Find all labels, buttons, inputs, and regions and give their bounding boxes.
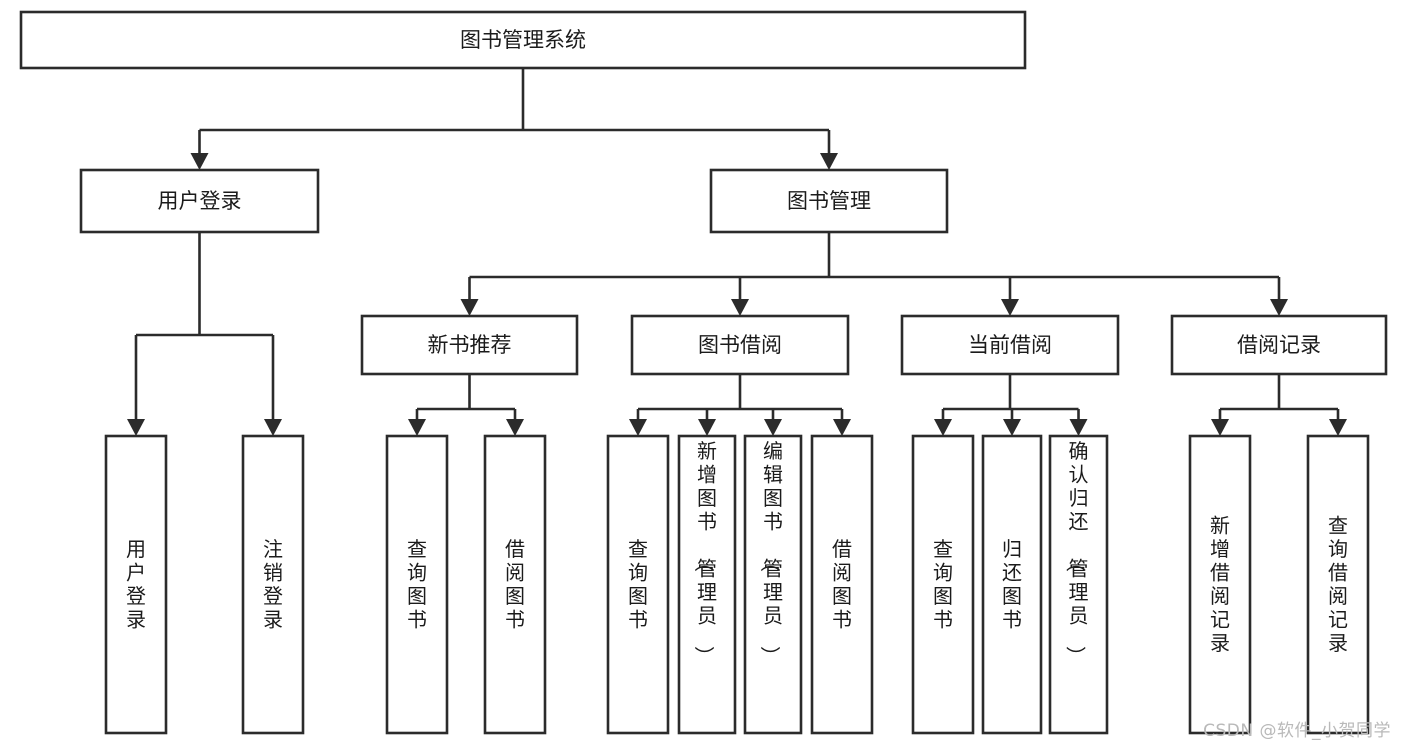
node-label: 归还图书: [1002, 537, 1022, 632]
node-label: 新书推荐: [428, 333, 512, 357]
arrow-head-icon: [1069, 419, 1088, 436]
node-图书管理[interactable]: 图书管理: [709, 168, 949, 234]
arrow-head-icon: [1270, 299, 1288, 316]
node-box: [1306, 434, 1370, 735]
node-box: [79, 168, 320, 234]
node-label: 查询图书: [628, 537, 648, 632]
node-label: 当前借阅: [968, 333, 1052, 357]
node-新增图书管理员[interactable]: 新增图书（管理员）: [677, 434, 737, 735]
arrow-head-icon: [1003, 419, 1021, 436]
node-查询图书[interactable]: 查询图书: [911, 434, 975, 735]
node-label: 新增图书（管理员）: [692, 439, 717, 666]
node-label: 注销登录: [263, 537, 283, 632]
node-label: 确认归还（管理员）: [1064, 439, 1089, 666]
arrow-head-icon: [629, 419, 647, 436]
arrow-head-icon: [833, 419, 851, 436]
node-借阅图书[interactable]: 借阅图书: [810, 434, 874, 735]
node-box: [385, 434, 449, 735]
node-box: [911, 434, 975, 735]
node-box: [1048, 434, 1109, 735]
arrow-head-icon: [934, 419, 952, 436]
arrow-head-icon: [731, 299, 749, 316]
node-label: 新增借阅记录: [1210, 513, 1230, 655]
node-box: [241, 434, 305, 735]
node-查询图书[interactable]: 查询图书: [606, 434, 670, 735]
node-编辑图书管理员[interactable]: 编辑图书（管理员）: [743, 434, 803, 735]
node-label: 查询图书: [407, 537, 427, 632]
arrow-head-icon: [1329, 419, 1347, 436]
node-label: 用户登录: [126, 537, 146, 632]
arrow-head-icon: [820, 153, 838, 170]
node-label: 借阅图书: [832, 537, 852, 632]
nodes-layer: 图书管理系统用户登录图书管理新书推荐图书借阅当前借阅借阅记录用户登录注销登录查询…: [19, 10, 1388, 735]
node-归还图书[interactable]: 归还图书: [981, 434, 1043, 735]
node-box: [810, 434, 874, 735]
node-label: 查询借阅记录: [1328, 513, 1348, 655]
arrow-head-icon: [506, 419, 524, 436]
node-label: 用户登录: [158, 189, 242, 213]
node-box: [483, 434, 547, 735]
arrow-head-icon: [264, 419, 282, 436]
node-label: 图书管理: [787, 189, 871, 213]
csdn-watermark: CSDN @软件_小贺同学: [1203, 721, 1391, 741]
arrow-head-icon: [190, 153, 209, 170]
node-注销登录[interactable]: 注销登录: [241, 434, 305, 735]
arrow-head-icon: [408, 419, 426, 436]
node-box: [981, 434, 1043, 735]
node-box: [104, 434, 168, 735]
node-确认归还管理员[interactable]: 确认归还（管理员）: [1048, 434, 1109, 735]
node-label: 图书借阅: [698, 333, 782, 357]
node-label: 编辑图书（管理员）: [758, 439, 783, 666]
node-查询借阅记录[interactable]: 查询借阅记录: [1306, 434, 1370, 735]
node-box: [1188, 434, 1252, 735]
node-图书管理系统[interactable]: 图书管理系统: [19, 10, 1027, 70]
arrow-head-icon: [764, 419, 782, 436]
arrow-head-icon: [460, 299, 479, 316]
node-用户登录[interactable]: 用户登录: [79, 168, 320, 234]
node-box: [743, 434, 803, 735]
node-用户登录[interactable]: 用户登录: [104, 434, 168, 735]
node-box: [1170, 314, 1388, 376]
node-新书推荐[interactable]: 新书推荐: [360, 314, 579, 376]
arrow-head-icon: [127, 419, 145, 436]
node-box: [709, 168, 949, 234]
node-借阅记录[interactable]: 借阅记录: [1170, 314, 1388, 376]
arrow-head-icon: [698, 419, 716, 436]
edges-layer: [127, 68, 1347, 436]
node-label: 图书管理系统: [460, 28, 586, 52]
node-box: [19, 10, 1027, 70]
node-box: [630, 314, 850, 376]
node-当前借阅[interactable]: 当前借阅: [900, 314, 1120, 376]
node-label: 查询图书: [933, 537, 953, 632]
node-box: [360, 314, 579, 376]
node-label: 借阅图书: [505, 537, 525, 632]
node-box: [677, 434, 737, 735]
arrow-head-icon: [1211, 419, 1229, 436]
node-新增借阅记录[interactable]: 新增借阅记录: [1188, 434, 1252, 735]
node-box: [606, 434, 670, 735]
node-图书借阅[interactable]: 图书借阅: [630, 314, 850, 376]
node-借阅图书[interactable]: 借阅图书: [483, 434, 547, 735]
arrow-head-icon: [1001, 299, 1019, 316]
node-查询图书[interactable]: 查询图书: [385, 434, 449, 735]
node-label: 借阅记录: [1237, 333, 1321, 357]
node-box: [900, 314, 1120, 376]
